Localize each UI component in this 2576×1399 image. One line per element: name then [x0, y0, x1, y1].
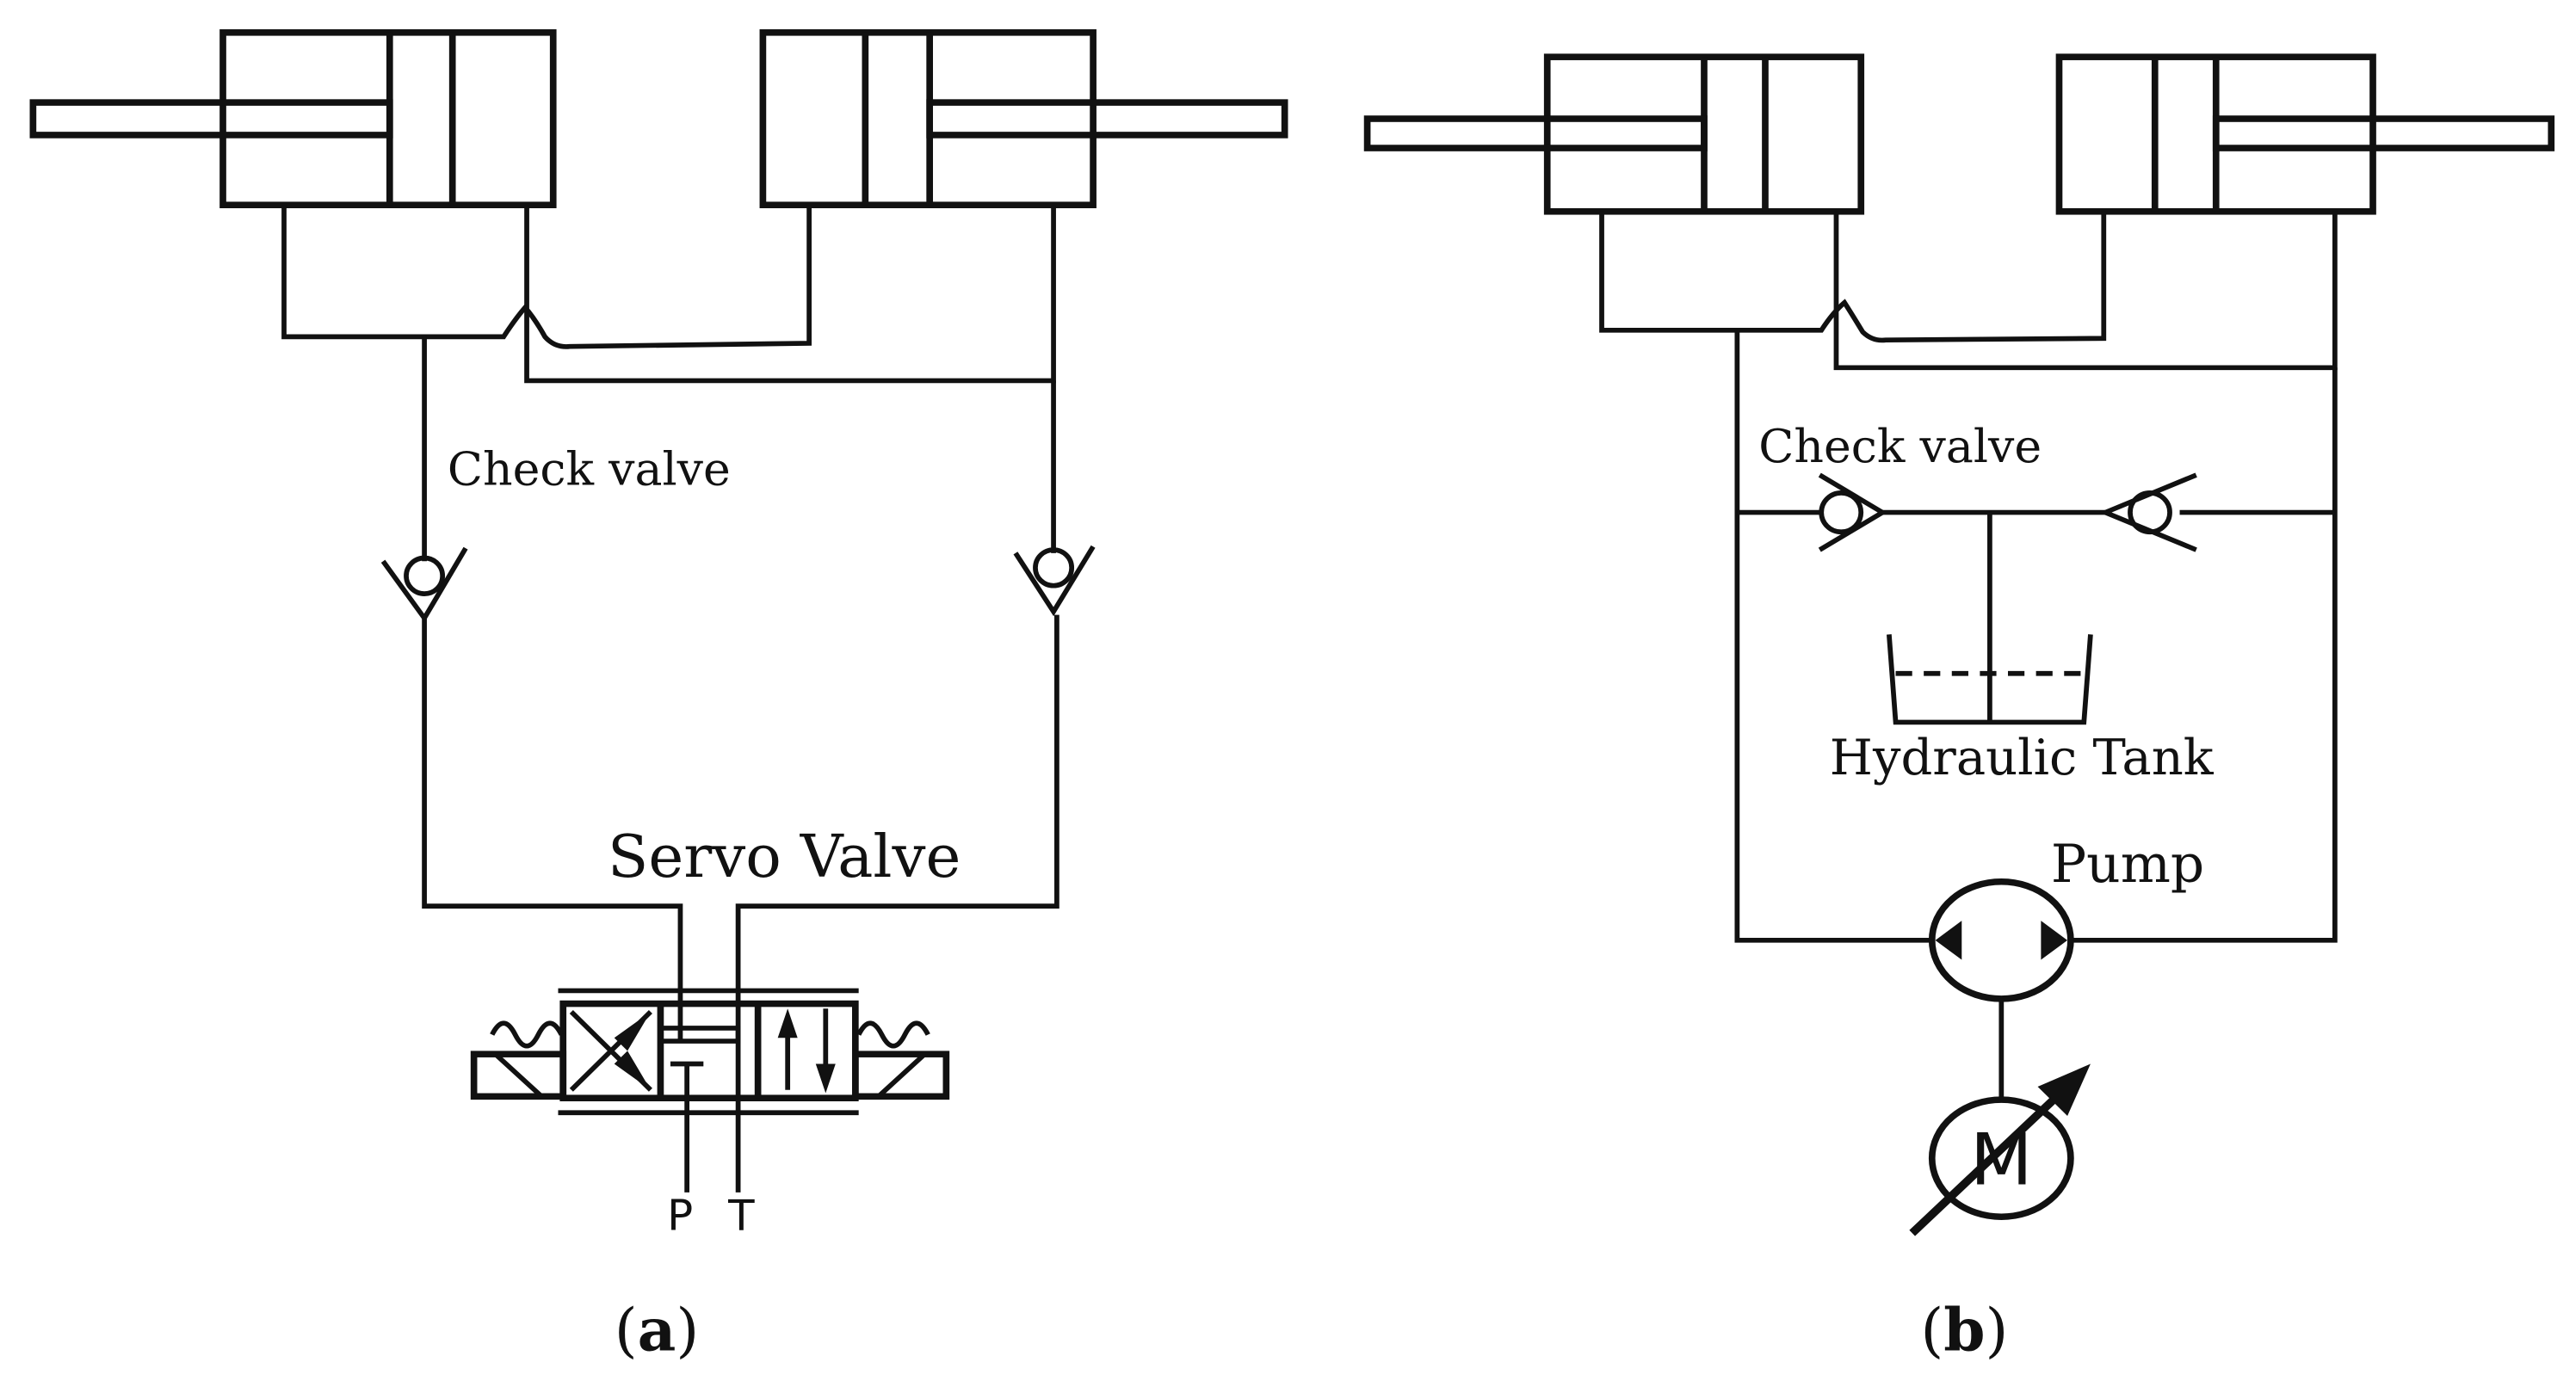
check-valve-a-left	[380, 546, 468, 623]
panel-a: Check valve Servo Valve	[29, 29, 1288, 1365]
pump-label: Pump	[2051, 834, 2204, 894]
caption-a: (a)	[615, 1297, 700, 1365]
panel-b: Check valve Hydraulic Tank Pump M (b)	[1363, 53, 2555, 1365]
check-valve-label-b: Check valve	[1758, 419, 2042, 473]
caption-b: (b)	[1920, 1297, 2008, 1365]
servo-valve-symbol	[470, 988, 950, 1193]
variable-motor-symbol: M	[1909, 1063, 2091, 1236]
left-cylinder-a	[29, 29, 557, 209]
right-cylinder-a	[759, 29, 1288, 209]
right-cylinder-b	[2055, 53, 2555, 215]
check-valve-label-a: Check valve	[448, 442, 731, 496]
left-cylinder-b	[1363, 53, 1865, 215]
check-valve-b-right	[2098, 472, 2197, 552]
check-valve-a-right	[1013, 545, 1096, 617]
servo-valve-label: Servo Valve	[608, 823, 961, 891]
hydraulic-tank-label: Hydraulic Tank	[1830, 730, 2214, 786]
hydraulic-tank	[1886, 634, 2093, 725]
piping-b	[1599, 211, 2338, 943]
port-t-label: T	[727, 1191, 755, 1241]
port-p-label: P	[667, 1191, 693, 1241]
check-valve-b-left	[1818, 472, 1887, 552]
piping-a	[281, 205, 1059, 1042]
pump-symbol	[1928, 878, 2074, 1002]
